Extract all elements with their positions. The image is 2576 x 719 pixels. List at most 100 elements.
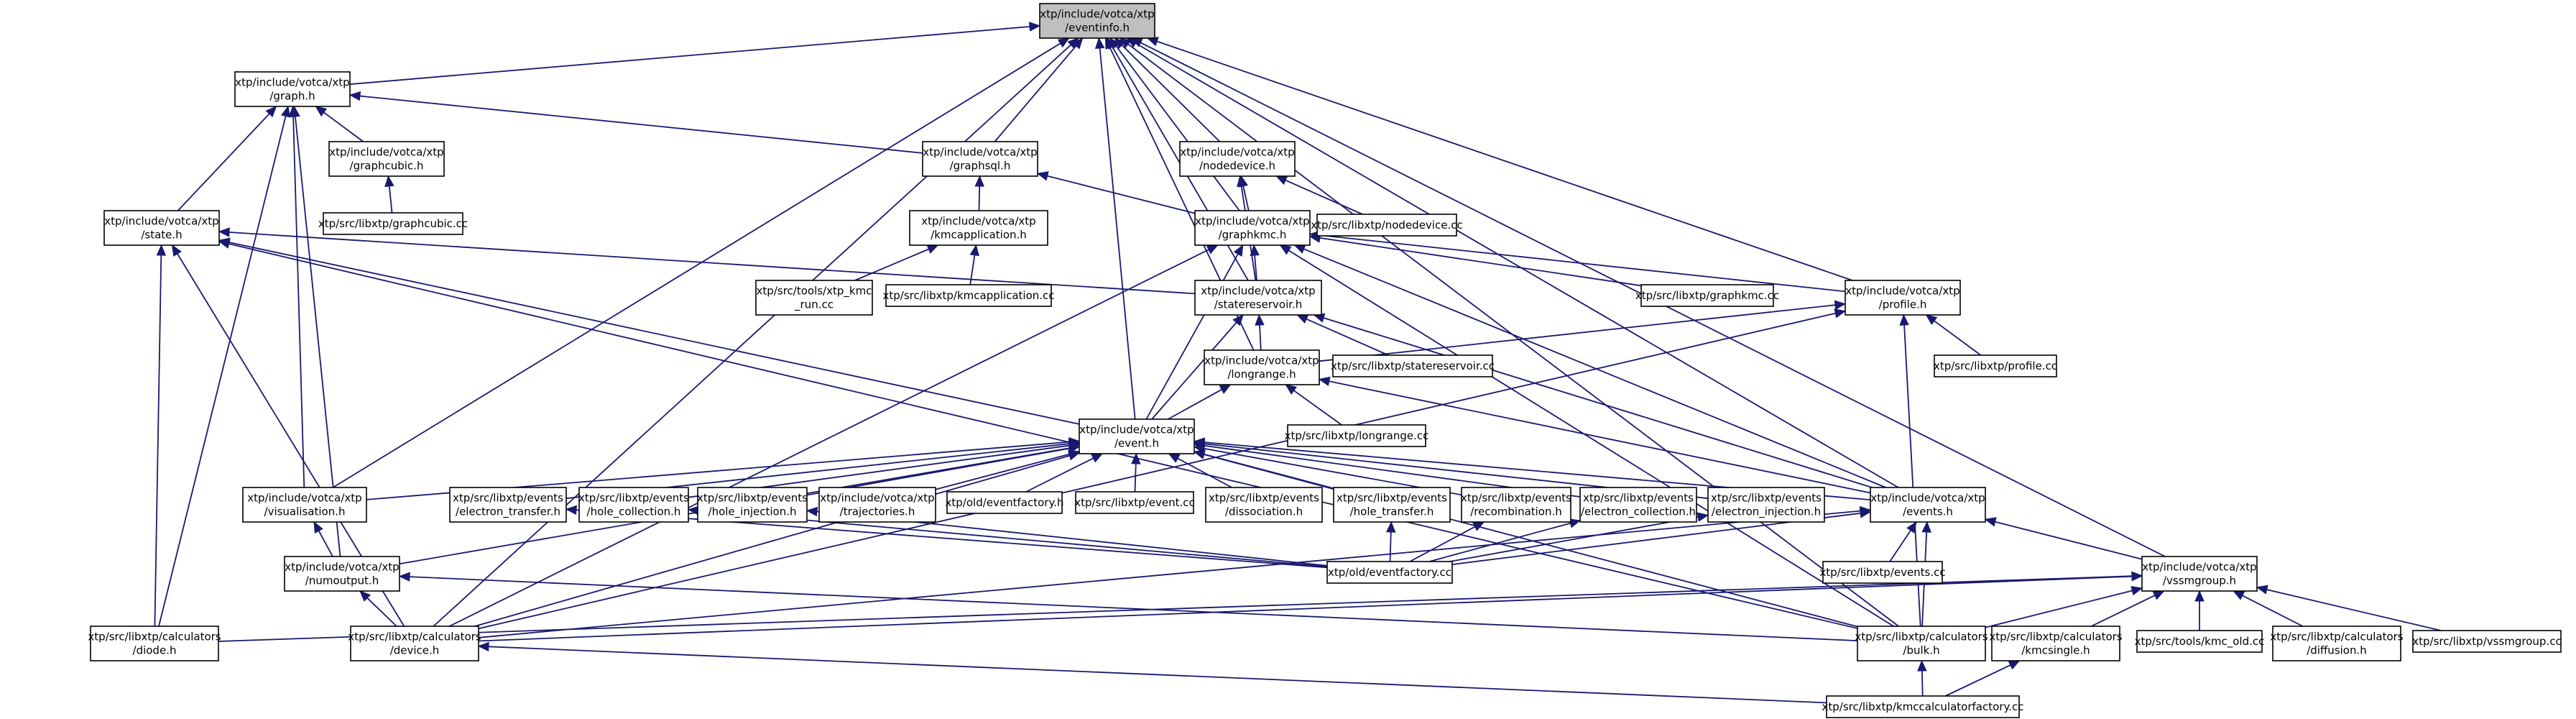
node-box-statereservoir[interactable] <box>1194 280 1322 316</box>
node-box-event_cc[interactable] <box>1075 491 1194 514</box>
node-graphcubic[interactable]: xtp/include/votca/xtp/graphcubic.h <box>328 141 445 177</box>
node-box-electron_injection[interactable] <box>1707 487 1825 523</box>
edge-device-to-vssmgroup <box>478 575 2133 642</box>
node-dissociation[interactable]: xtp/src/libxtp/events/dissociation.h <box>1205 487 1323 523</box>
node-eventfactory_cc[interactable]: xtp/old/eventfactory.cc <box>1326 561 1453 584</box>
node-box-vssmgroup[interactable] <box>2141 556 2258 592</box>
node-box-graphsql[interactable] <box>922 141 1038 177</box>
node-recombination[interactable]: xtp/src/libxtp/events/recombination.h <box>1461 487 1571 523</box>
node-graphcubic_cc[interactable]: xtp/src/libxtp/graphcubic.cc <box>318 212 468 235</box>
node-numoutput[interactable]: xtp/include/votca/xtp/numoutput.h <box>284 556 400 592</box>
node-box-kmcapplication[interactable] <box>909 210 1048 246</box>
node-trajectories[interactable]: xtp/include/votca/xtp/trajectories.h <box>818 487 936 523</box>
node-electron_collection[interactable]: xtp/src/libxtp/events/electron_collectio… <box>1579 487 1697 523</box>
node-graph[interactable]: xtp/include/votca/xtp/graph.h <box>234 71 351 107</box>
node-box-diode[interactable] <box>90 626 219 661</box>
arrowhead-xtp_kmc_run-to-kmcapplication <box>926 244 939 254</box>
node-profile_cc[interactable]: xtp/src/libxtp/profile.cc <box>1934 354 2057 377</box>
node-box-hole_injection[interactable] <box>697 487 808 523</box>
node-box-trajectories[interactable] <box>818 487 936 523</box>
node-longrange_cc[interactable]: xtp/src/libxtp/longrange.cc <box>1285 424 1429 447</box>
arrowhead-graphsql-to-eventinfo <box>1072 37 1084 50</box>
node-box-hole_collection[interactable] <box>578 487 689 523</box>
node-box-eventinfo[interactable] <box>1039 3 1155 39</box>
node-box-device[interactable] <box>350 626 479 661</box>
edge-statereservoir-to-state <box>228 232 1196 295</box>
node-electron_transfer[interactable]: xtp/src/libxtp/events/electron_transfer.… <box>449 487 567 523</box>
node-box-hole_transfer[interactable] <box>1333 487 1451 523</box>
node-graphkmc[interactable]: xtp/include/votca/xtp/graphkmc.h <box>1194 210 1311 246</box>
node-graphsql[interactable]: xtp/include/votca/xtp/graphsql.h <box>922 141 1038 177</box>
node-nodedevice[interactable]: xtp/include/votca/xtp/nodedevice.h <box>1179 141 1296 177</box>
node-kmccalculatorfactory[interactable]: xtp/src/libxtp/kmccalculatorfactory.cc <box>1822 695 2024 718</box>
node-box-longrange[interactable] <box>1204 349 1320 385</box>
node-box-events_h[interactable] <box>1870 487 1986 523</box>
arrowhead-events_h-to-event <box>1193 437 1206 447</box>
node-longrange[interactable]: xtp/include/votca/xtp/longrange.h <box>1204 349 1320 385</box>
node-box-longrange_cc[interactable] <box>1287 424 1426 447</box>
node-eventfactory_h[interactable]: xtp/old/eventfactory.h <box>946 491 1064 514</box>
node-state[interactable]: xtp/include/votca/xtp/state.h <box>103 210 220 246</box>
node-box-nodedevice_cc[interactable] <box>1316 214 1457 237</box>
node-kmcapplication_cc[interactable]: xtp/src/libxtp/kmcapplication.cc <box>882 284 1055 307</box>
node-nodedevice_cc[interactable]: xtp/src/libxtp/nodedevice.cc <box>1311 214 1463 237</box>
node-label-graphkmc_cc-line-0: xtp/src/libxtp/graphkmc.cc <box>1635 289 1779 302</box>
node-box-kmccalculatorfactory[interactable] <box>1826 695 2020 718</box>
node-eventinfo[interactable]: xtp/include/votca/xtp/eventinfo.h <box>1039 3 1155 39</box>
node-events_h[interactable]: xtp/include/votca/xtp/events.h <box>1870 487 1986 523</box>
node-box-graph[interactable] <box>234 71 351 107</box>
node-box-profile_cc[interactable] <box>1934 354 2057 377</box>
node-hole_collection[interactable]: xtp/src/libxtp/events/hole_collection.h <box>578 487 689 523</box>
node-vssmgroup[interactable]: xtp/include/votca/xtp/vssmgroup.h <box>2141 556 2258 592</box>
node-box-eventfactory_cc[interactable] <box>1326 561 1453 584</box>
node-hole_injection[interactable]: xtp/src/libxtp/events/hole_injection.h <box>697 487 808 523</box>
node-box-visualisation[interactable] <box>242 487 367 523</box>
node-device[interactable]: xtp/src/libxtp/calculators/device.h <box>348 626 481 661</box>
edge-graphcubic_cc-to-graphcubic <box>388 186 393 214</box>
node-visualisation[interactable]: xtp/include/votca/xtp/visualisation.h <box>242 487 367 523</box>
node-box-graphkmc_cc[interactable] <box>1640 284 1774 307</box>
node-box-recombination[interactable] <box>1461 487 1571 523</box>
node-box-state[interactable] <box>103 210 220 246</box>
node-events_cc[interactable]: xtp/src/libxtp/events.cc <box>1819 561 1946 584</box>
node-box-numoutput[interactable] <box>284 556 400 592</box>
node-kmc_old[interactable]: xtp/src/tools/kmc_old.cc <box>2135 630 2265 653</box>
node-graphkmc_cc[interactable]: xtp/src/libxtp/graphkmc.cc <box>1635 284 1779 307</box>
node-box-event[interactable] <box>1079 418 1195 454</box>
node-kmcapplication[interactable]: xtp/include/votca/xtp/kmcapplication.h <box>909 210 1048 246</box>
node-label-recombination-line-1: /recombination.h <box>1470 505 1562 518</box>
node-electron_injection[interactable]: xtp/src/libxtp/events/electron_injection… <box>1707 487 1825 523</box>
node-box-dissociation[interactable] <box>1205 487 1323 523</box>
node-box-profile[interactable] <box>1845 280 1961 316</box>
node-box-diffusion[interactable] <box>2272 626 2401 661</box>
node-kmcsingle[interactable]: xtp/src/libxtp/calculators/kmcsingle.h <box>1989 626 2123 661</box>
node-xtp_kmc_run[interactable]: xtp/src/tools/xtp_kmc_run.cc <box>755 280 873 316</box>
node-box-graphkmc[interactable] <box>1194 210 1311 246</box>
node-diffusion[interactable]: xtp/src/libxtp/calculators/diffusion.h <box>2270 626 2404 661</box>
node-box-electron_collection[interactable] <box>1579 487 1697 523</box>
node-box-xtp_kmc_run[interactable] <box>755 280 873 316</box>
node-box-kmcapplication_cc[interactable] <box>885 284 1052 307</box>
node-box-nodedevice[interactable] <box>1179 141 1296 177</box>
node-event_cc[interactable]: xtp/src/libxtp/event.cc <box>1074 491 1195 514</box>
arrowhead-event-to-eventinfo <box>1094 37 1105 50</box>
node-box-graphcubic[interactable] <box>328 141 445 177</box>
arrowhead-dissociation-to-event <box>1168 453 1181 463</box>
node-bulk[interactable]: xtp/src/libxtp/calculators/bulk.h <box>1855 626 1988 661</box>
node-vssmgroup_cc[interactable]: xtp/src/libxtp/vssmgroup.cc <box>2412 630 2562 653</box>
node-box-electron_transfer[interactable] <box>449 487 567 523</box>
node-event[interactable]: xtp/include/votca/xtp/event.h <box>1079 418 1195 454</box>
node-box-statereservoir_cc[interactable] <box>1332 354 1493 377</box>
node-statereservoir_cc[interactable]: xtp/src/libxtp/statereservoir.cc <box>1331 354 1495 377</box>
node-box-bulk[interactable] <box>1857 626 1986 661</box>
node-box-events_cc[interactable] <box>1822 561 1943 584</box>
node-box-kmcsingle[interactable] <box>1991 626 2120 661</box>
node-box-eventfactory_h[interactable] <box>946 491 1063 514</box>
node-diode[interactable]: xtp/src/libxtp/calculators/diode.h <box>88 626 221 661</box>
node-statereservoir[interactable]: xtp/include/votca/xtp/statereservoir.h <box>1194 280 1322 316</box>
node-profile[interactable]: xtp/include/votca/xtp/profile.h <box>1845 280 1961 316</box>
node-box-kmc_old[interactable] <box>2136 630 2263 653</box>
node-hole_transfer[interactable]: xtp/src/libxtp/events/hole_transfer.h <box>1333 487 1451 523</box>
node-box-graphcubic_cc[interactable] <box>323 212 463 235</box>
node-box-vssmgroup_cc[interactable] <box>2412 630 2562 653</box>
